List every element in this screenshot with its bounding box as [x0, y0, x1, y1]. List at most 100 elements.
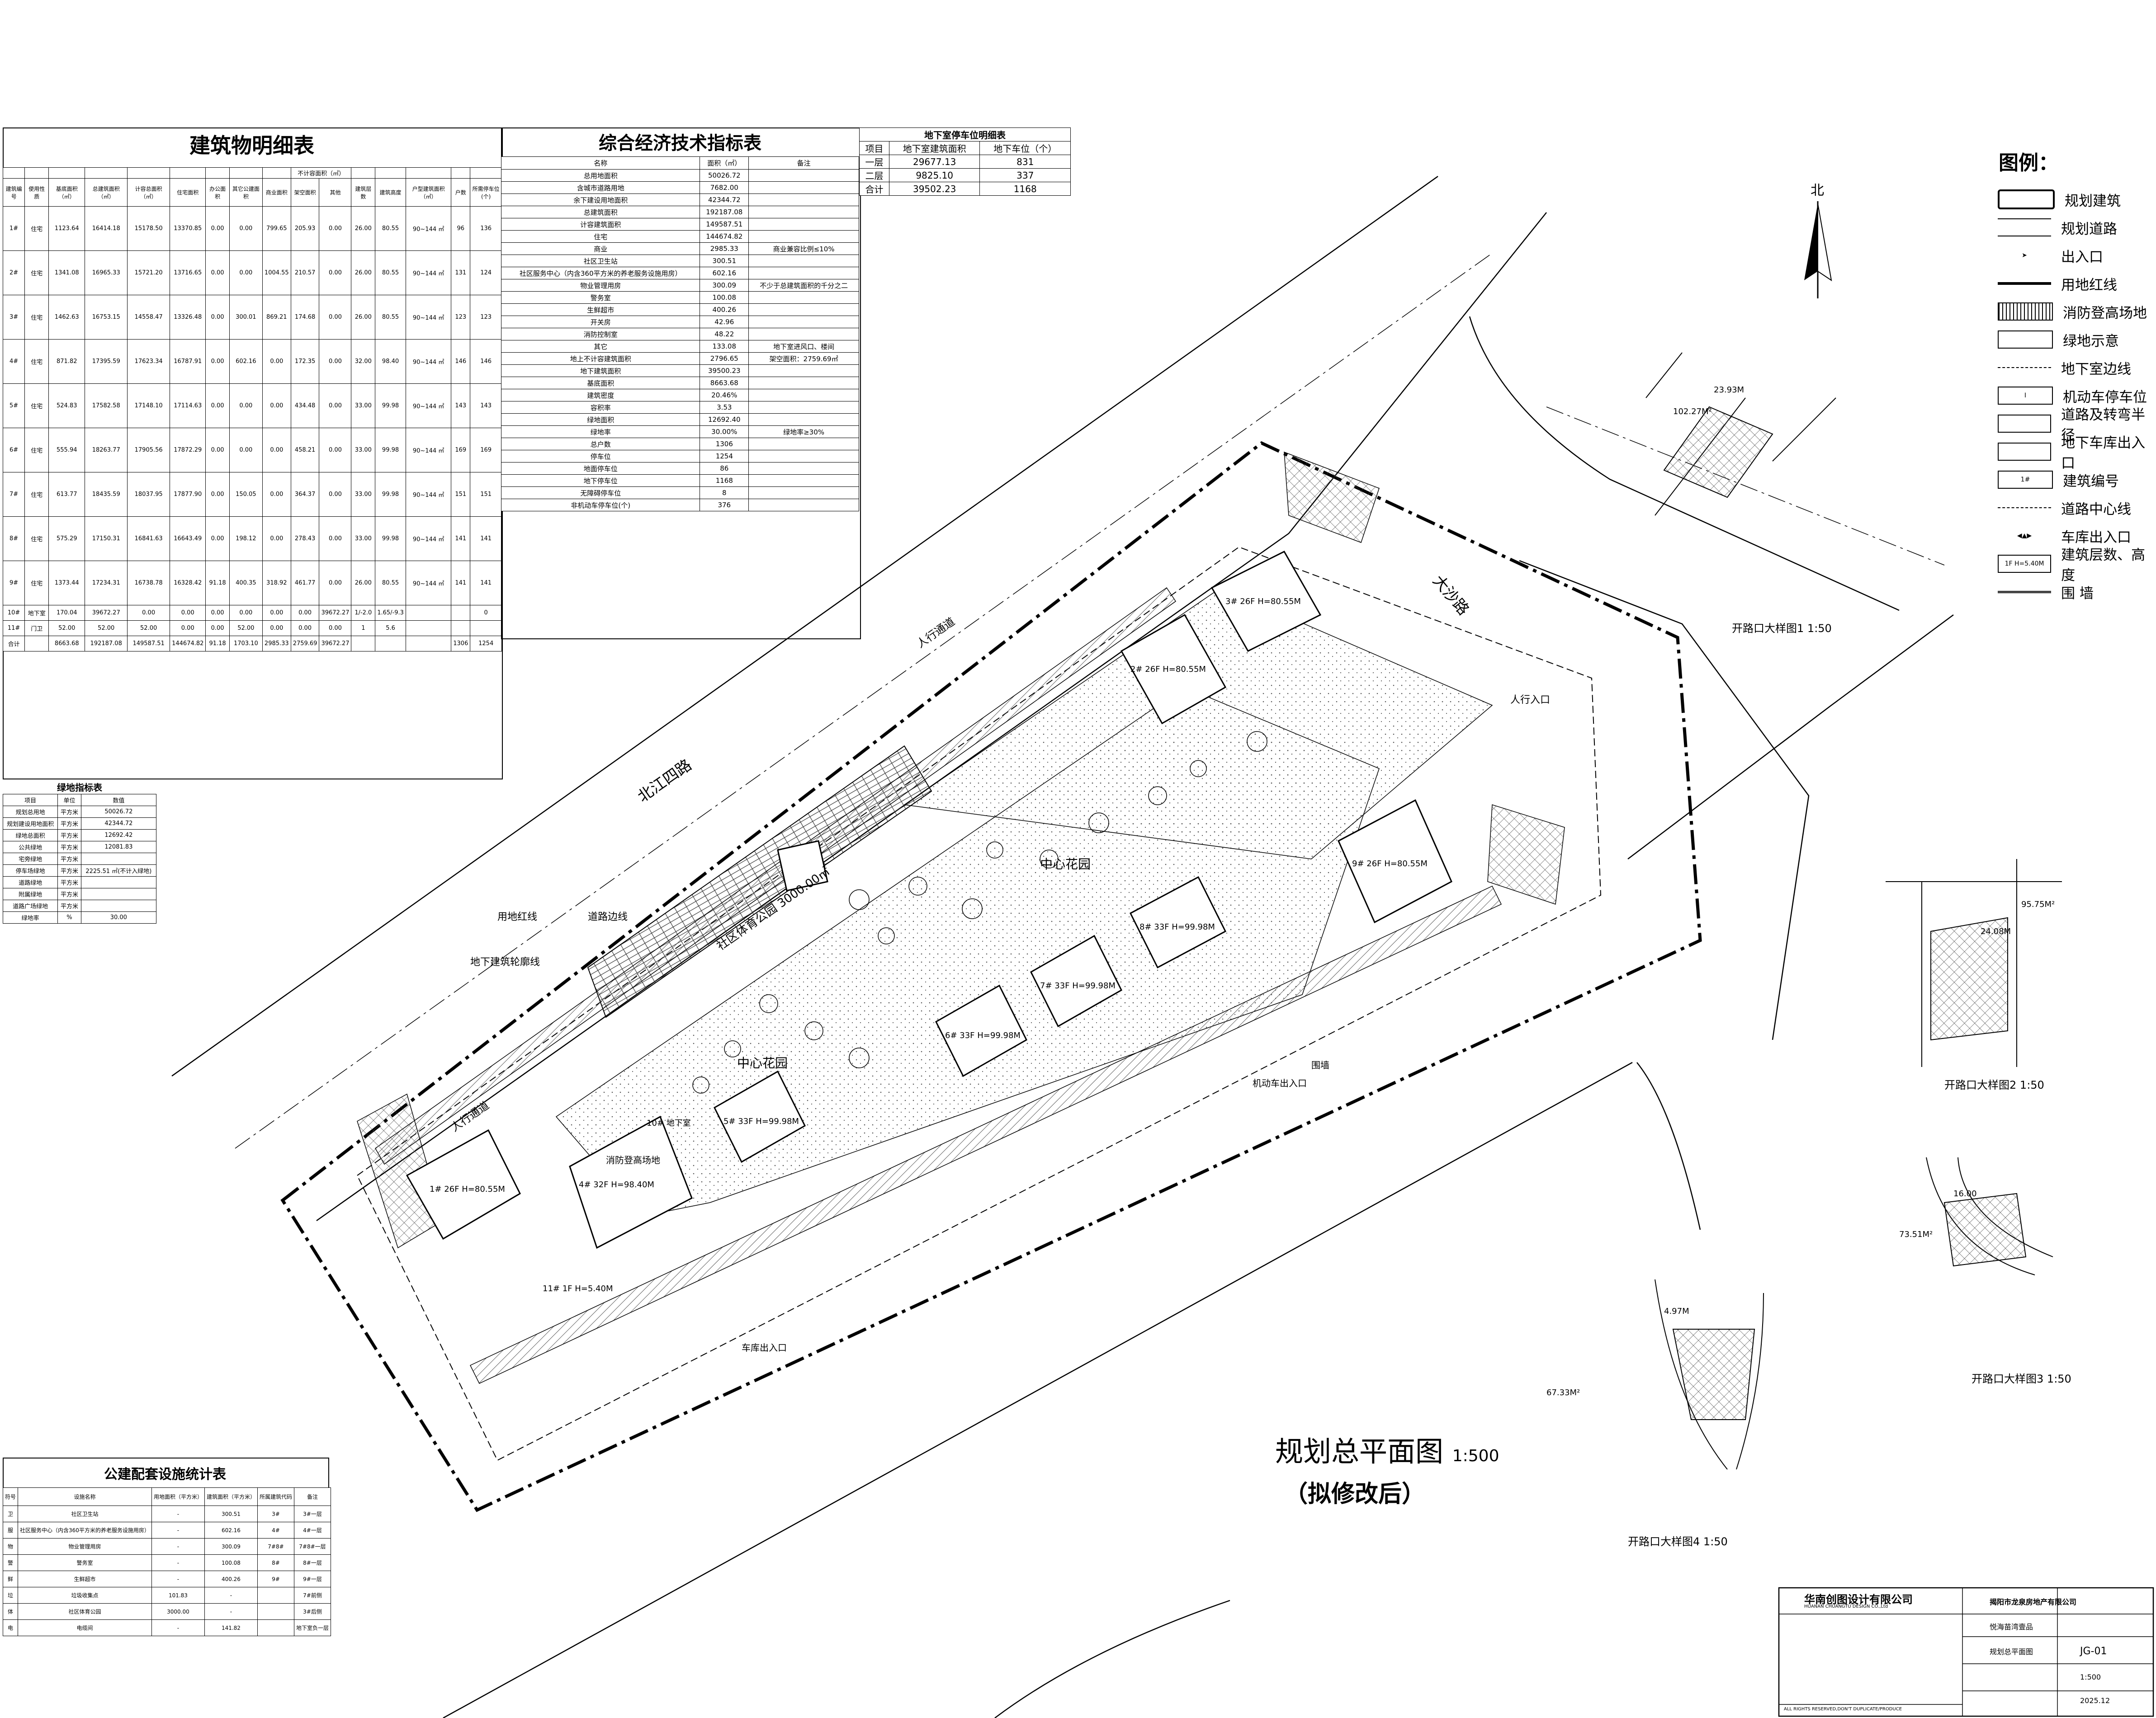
column-header: 基底面积（㎡）: [48, 178, 85, 207]
table-cell: [405, 636, 452, 651]
table-cell: 172.35: [290, 339, 320, 384]
table-cell: 7682.00: [700, 181, 749, 194]
table-cell: 社区体育公园: [18, 1603, 152, 1620]
sports-park-label: 社区体育公园 3000.00㎡: [713, 863, 832, 953]
table-cell: 0.00: [205, 428, 230, 472]
table-cell: 461.77: [290, 561, 320, 605]
table-cell: 20.46%: [700, 389, 749, 401]
table-cell: [451, 605, 471, 621]
table-cell: 99.98: [375, 428, 406, 472]
table-cell: 400.26: [204, 1571, 258, 1587]
building-no: 5#: [723, 1117, 736, 1126]
legend-symbol: [1998, 302, 2053, 321]
column-header: 总建筑面积（㎡）: [85, 178, 128, 207]
fire-area: [357, 1093, 444, 1249]
facility-table-title: 公建配套设施统计表: [104, 1467, 226, 1482]
table-cell: 住宅: [24, 206, 49, 251]
table-cell: 16753.15: [85, 295, 128, 340]
table-cell: 2759.69: [290, 636, 320, 651]
header-spacer: [470, 167, 502, 179]
table-cell: 0: [470, 605, 502, 621]
table-cell: 消防控制室: [501, 328, 700, 340]
table-cell: 12692.42: [80, 829, 157, 841]
column-header: 所需停车位(个): [470, 178, 502, 207]
table-cell: 169: [451, 428, 471, 472]
table-cell: 14558.47: [127, 295, 170, 340]
table-cell: 124: [470, 250, 502, 295]
plan-subtitle: （拟修改后）: [1284, 1481, 1426, 1508]
title-row: 地下室停车位明细表: [859, 127, 1071, 142]
table-cell: 15178.50: [127, 206, 170, 251]
table-cell: 16643.49: [170, 516, 206, 561]
table-cell: 4#一层: [293, 1522, 331, 1539]
column-header: 面积（㎡）: [700, 156, 749, 170]
table-cell: 1/-2.0: [351, 605, 376, 621]
legend-symbol: [1998, 415, 2052, 433]
table-cell: 151: [470, 472, 502, 517]
table-cell: [748, 328, 859, 340]
pedestrian-label-2: 人行通道: [449, 1099, 492, 1134]
building-5-label: 5# 33F H=99.98M: [723, 1117, 799, 1126]
column-header: 地下车位（个）: [979, 141, 1071, 155]
column-header: 户型建筑面积（㎡）: [405, 178, 452, 207]
table-cell: 80.55: [375, 561, 406, 605]
table-cell: 32.00: [351, 339, 376, 384]
legend-item: ◀▲▶ 车库出入口: [1998, 524, 2131, 548]
table-cell: 1#: [2, 206, 25, 251]
table-cell: 基底面积: [501, 377, 700, 389]
table-cell: 613.77: [48, 472, 85, 517]
building-no: 10#: [647, 1119, 664, 1128]
table-cell: 住宅: [24, 516, 49, 561]
header-spacer: [375, 167, 406, 179]
legend-label: 机动车停车位: [2063, 389, 2147, 406]
table-cell: 198.12: [229, 516, 263, 561]
legend-label: 建筑编号: [2063, 473, 2119, 490]
table-cell: 0.00: [319, 206, 352, 251]
legend-label: 车库出入口: [2061, 529, 2131, 546]
building-info: 32F H=98.40M: [593, 1180, 654, 1189]
vehicle-entry-label: 机动车出入口: [1253, 1078, 1307, 1089]
table-cell: 停车场绿地: [2, 864, 58, 877]
header-row: 项目地下室建筑面积地下车位（个）: [859, 141, 1071, 155]
table-cell: 平方米: [57, 900, 81, 912]
table-cell: %: [57, 911, 81, 924]
building-info: 26F H=80.55M: [1145, 665, 1206, 674]
legend-symbol: [1998, 443, 2052, 461]
table-cell: 绿地面积: [501, 413, 700, 426]
detail-title-text: 开路口大样图4: [1628, 1535, 1700, 1548]
table-cell: 7#8#: [257, 1538, 294, 1555]
table-cell: 0.00: [319, 339, 352, 384]
table-cell: 300.51: [700, 255, 749, 267]
table-cell: [748, 486, 859, 499]
table-cell: 住宅: [24, 561, 49, 605]
table-cell: 39672.27: [85, 605, 128, 621]
legend-symbol: [1998, 590, 2051, 593]
table-cell: 平方米: [57, 864, 81, 877]
table-cell: 91.18: [205, 561, 230, 605]
table-cell: 434.48: [290, 383, 320, 428]
table-cell: 17872.29: [170, 428, 206, 472]
table-cell: 602.16: [229, 339, 263, 384]
column-header: 用地面积（平方米）: [151, 1487, 205, 1506]
legend-symbol: ◀▲▶: [2017, 532, 2032, 539]
table-cell: 1004.55: [262, 250, 291, 295]
fire-area-2: [1284, 451, 1380, 543]
buildings: [406, 551, 1452, 1249]
building-10-label: 10# 地下室: [647, 1117, 691, 1128]
table-cell: 总建筑面积: [501, 206, 700, 218]
table-cell: 169: [470, 428, 502, 472]
building-no: 1#: [430, 1185, 442, 1194]
company-name: 华南创图设计有限公司: [1804, 1593, 1913, 1606]
table-cell: 30.00: [80, 911, 157, 924]
detail-1-drawing: [1645, 352, 1836, 516]
table-cell: 146: [451, 339, 471, 384]
